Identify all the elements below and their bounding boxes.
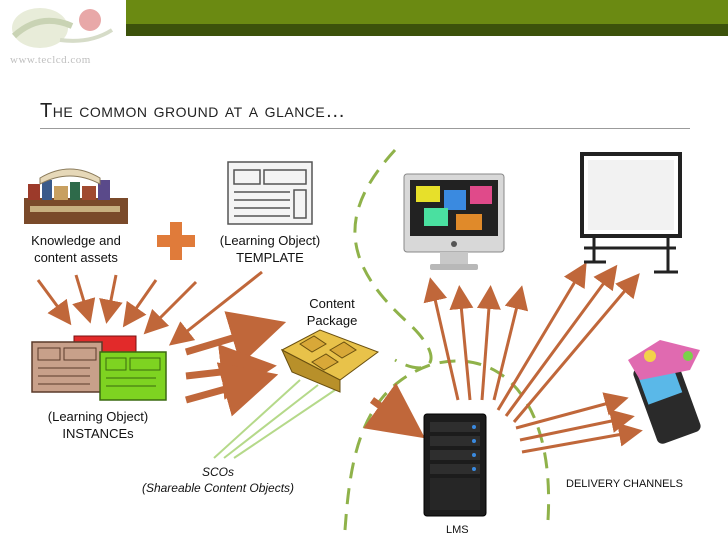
arrows-assets-to-instances	[36, 270, 263, 346]
label-template-line1: (Learning Object)	[219, 233, 321, 248]
header-bar	[122, 0, 728, 24]
dashed-boundary-lms	[343, 359, 551, 531]
arrows-lms-to-channels	[423, 262, 643, 454]
label-instances-line2: INSTANCEs	[62, 426, 134, 441]
dashed-boundary-left	[353, 148, 433, 370]
arrow-package-to-lms	[363, 382, 426, 439]
label-content-line1: Content	[309, 296, 355, 311]
server-icon	[423, 413, 487, 517]
label-scos: SCOs (Shareable Content Objects)	[120, 464, 316, 496]
whiteboard-icon	[580, 152, 682, 274]
sco-lines	[213, 379, 339, 459]
label-scos-line2: (Shareable Content Objects)	[141, 481, 295, 495]
watermark: www.teclcd.com	[10, 54, 91, 66]
instances-icon	[31, 335, 167, 401]
logo-icon	[11, 8, 114, 48]
plus-icon	[157, 222, 195, 260]
label-content-line2: Package	[306, 313, 358, 328]
label-knowledge-line2: content assets	[34, 250, 118, 265]
label-template-line2: TEMPLATE	[236, 250, 304, 265]
label-instances-line1: (Learning Object)	[47, 409, 149, 424]
label-lms: LMS	[446, 524, 469, 536]
label-content-package: Content Package	[296, 295, 368, 329]
label-template: (Learning Object) TEMPLATE	[200, 232, 340, 266]
template-icon	[227, 161, 313, 225]
arrows-instances-to-package	[184, 311, 287, 417]
header-bar-dark	[122, 24, 728, 36]
label-instances: (Learning Object) INSTANCEs	[28, 408, 168, 442]
mobile-phone-icon	[628, 340, 701, 444]
logo-area	[0, 0, 122, 74]
label-knowledge-line1: Knowledge and	[31, 233, 121, 248]
label-scos-line1: SCOs	[201, 465, 234, 479]
label-knowledge: Knowledge and content assets	[20, 232, 132, 266]
title-rule	[40, 128, 690, 129]
slide-title: The common ground at a glance…	[40, 100, 346, 122]
books-icon	[24, 168, 128, 224]
label-delivery-channels: DELIVERY CHANNELS	[566, 478, 683, 490]
content-package-icon	[280, 329, 380, 393]
imac-icon	[403, 173, 505, 270]
header-divider	[122, 0, 126, 36]
